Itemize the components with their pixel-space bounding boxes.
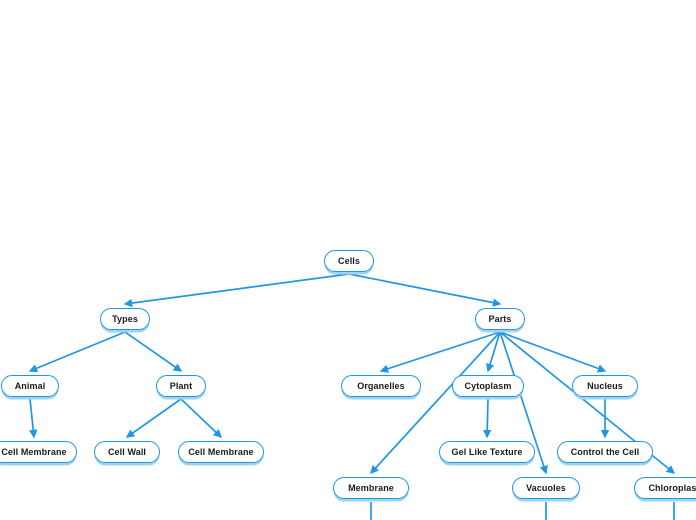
node-controlcell[interactable]: Control the Cell [557, 441, 653, 463]
node-label: Animal [14, 380, 46, 391]
node-vacuoles[interactable]: Vacuoles [512, 477, 580, 499]
node-types[interactable]: Types [100, 308, 150, 330]
node-animal[interactable]: Animal [1, 375, 59, 397]
node-cellwall[interactable]: Cell Wall [94, 441, 160, 463]
edge-parts-to-organelles [379, 331, 501, 373]
edge-animal-to-cellmem-animal [29, 398, 38, 439]
edge-types-to-plant [124, 331, 183, 372]
node-cells[interactable]: Cells [324, 250, 374, 272]
edge-plant-to-cellwall [125, 398, 182, 438]
edge-plant-to-cellmem-plant [180, 398, 222, 438]
node-label: Gel Like Texture [451, 446, 523, 457]
node-label: Cell Membrane [188, 446, 254, 457]
node-label: Organelles [357, 380, 405, 391]
edge-cells-to-parts [348, 273, 502, 307]
edge-parts-to-vacuoles [499, 331, 548, 475]
node-label: Cells [337, 255, 360, 266]
node-label: Plant [169, 380, 193, 391]
edge-parts-to-cytoplasm [486, 331, 501, 373]
node-label: Membrane [348, 482, 394, 493]
node-label: Nucleus [587, 380, 623, 391]
node-label: Types [112, 313, 138, 324]
node-label: Parts [488, 313, 512, 324]
node-organelles[interactable]: Organelles [341, 375, 421, 397]
edge-types-to-animal [28, 331, 126, 373]
node-parts[interactable]: Parts [475, 308, 525, 330]
node-label: Cell Membrane [1, 446, 67, 457]
node-plant[interactable]: Plant [156, 375, 206, 397]
node-label: Vacuoles [526, 482, 566, 493]
node-cytoplasm[interactable]: Cytoplasm [452, 375, 524, 397]
edge-cytoplasm-to-gellike [482, 398, 492, 439]
node-label: Cytoplasm [464, 380, 512, 391]
node-cellmem-plant[interactable]: Cell Membrane [178, 441, 264, 463]
edge-cells-to-types [123, 273, 350, 308]
node-membrane[interactable]: Membrane [333, 477, 409, 499]
node-nucleus[interactable]: Nucleus [572, 375, 638, 397]
node-label: Cell Wall [107, 446, 147, 457]
node-label: Control the Cell [570, 446, 640, 457]
node-cellmem-animal[interactable]: Cell Membrane [0, 441, 77, 463]
node-label: Chloroplast [648, 482, 696, 493]
edge-parts-to-membrane [370, 331, 501, 475]
node-gellike[interactable]: Gel Like Texture [439, 441, 535, 463]
edge-parts-to-nucleus [499, 331, 607, 373]
node-chloroplast[interactable]: Chloroplast [634, 477, 696, 499]
